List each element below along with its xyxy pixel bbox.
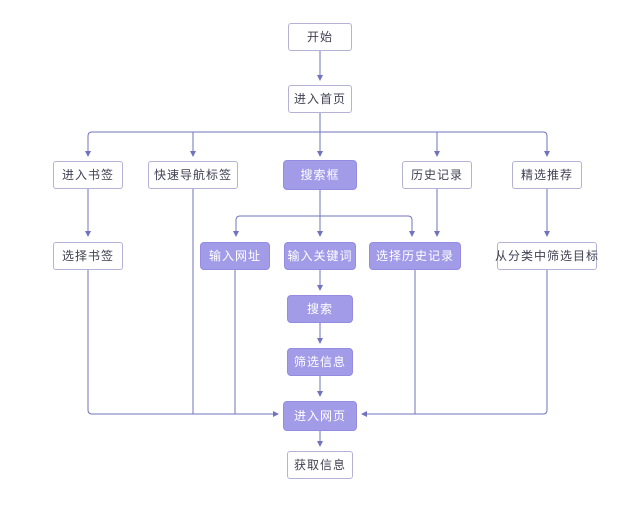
node-enter-keywords: 输入关键词 <box>284 242 356 270</box>
edge-branch2-to-selecthistory <box>407 215 415 237</box>
edge-selectbookmark-webpage <box>87 270 279 417</box>
edge-branch1-to-bookmarks <box>85 131 93 157</box>
node-enter-bookmarks: 进入书签 <box>53 161 123 189</box>
node-filter-info: 筛选信息 <box>287 348 353 376</box>
node-enter-homepage: 进入首页 <box>288 85 352 113</box>
edge-filtercategory-webpage <box>361 270 548 417</box>
node-enter-url: 输入网址 <box>200 242 270 270</box>
edge-branch1-to-featured <box>542 131 550 157</box>
node-select-history: 选择历史记录 <box>369 242 461 270</box>
node-history: 历史记录 <box>402 161 472 189</box>
node-select-bookmark: 选择书签 <box>53 242 123 270</box>
node-filter-category: 从分类中筛选目标 <box>495 242 598 270</box>
edge-branch2-to-url <box>233 215 241 237</box>
node-search-box: 搜索框 <box>283 160 357 190</box>
node-get-info: 获取信息 <box>287 451 353 479</box>
node-featured: 精选推荐 <box>512 161 582 189</box>
node-quick-nav-tabs: 快速导航标签 <box>148 161 238 189</box>
node-open-webpage: 进入网页 <box>283 401 357 431</box>
node-start: 开始 <box>288 23 352 51</box>
node-search: 搜索 <box>287 295 353 323</box>
